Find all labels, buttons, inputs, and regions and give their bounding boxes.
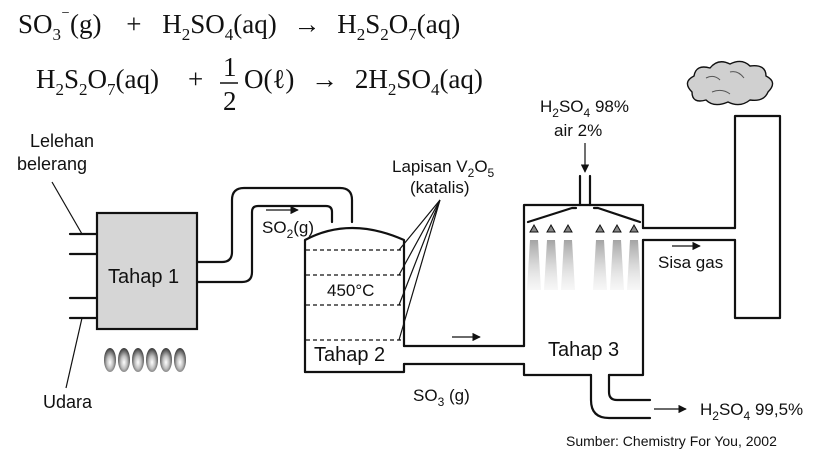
catalyst-label-2: (katalis) [410, 178, 470, 197]
stage-3-absorber [522, 174, 645, 377]
stage-2-label: Tahap 2 [314, 344, 385, 366]
temperature-label: 450°C [327, 281, 374, 300]
waste-gas-pipe [641, 226, 737, 242]
molten-sulfur-label-2: belerang [17, 154, 87, 174]
stage-2-converter [303, 226, 406, 374]
so3-pipe [402, 344, 526, 366]
stage-1-label: Tahap 1 [108, 266, 179, 288]
spray-nozzles [527, 223, 641, 290]
fraction-numerator: 1 [223, 52, 237, 82]
burner-flames [104, 348, 186, 372]
smoke-cloud [686, 60, 774, 106]
acid-feed-label: H2SO4 98% [540, 97, 629, 120]
product-label: H2SO4 99,5% [700, 400, 803, 423]
catalyst-leaders [398, 199, 441, 341]
so2-pipe [195, 186, 354, 284]
product-outlet-pipe [589, 373, 652, 420]
equation-2-plus: + [188, 64, 203, 94]
fraction-denominator: 2 [223, 86, 237, 116]
stage-3-label: Tahap 3 [548, 339, 619, 361]
molten-sulfur-leader [51, 181, 83, 235]
svg-text:H2S2O7(aq): H2S2O7(aq) [36, 64, 159, 99]
equation-2-rhs: O(ℓ) → 2H2SO4(aq) [244, 64, 483, 99]
chimney [733, 114, 782, 320]
equation-2: H2S2O7(aq) + 1 2 O(ℓ) → 2H2SO4(aq) [36, 52, 483, 116]
air-inlet-leader [65, 317, 83, 389]
source-caption: Sumber: Chemistry For You, 2002 [566, 433, 777, 449]
water-feed-label: air 2% [554, 121, 602, 140]
equation-1: SO3⁻(g) + H2SO4(aq) → H2S2O7(aq) [18, 6, 460, 44]
stage-1-furnace [68, 211, 199, 331]
air-inlet-label: Udara [43, 392, 93, 412]
waste-gas-label: Sisa gas [658, 253, 723, 272]
catalyst-label: Lapisan V2O5 [392, 157, 495, 180]
so3-label: SO3 (g) [413, 386, 470, 409]
molten-sulfur-label: Lelehan [30, 131, 94, 151]
so2-label: SO2(g) [262, 218, 314, 241]
